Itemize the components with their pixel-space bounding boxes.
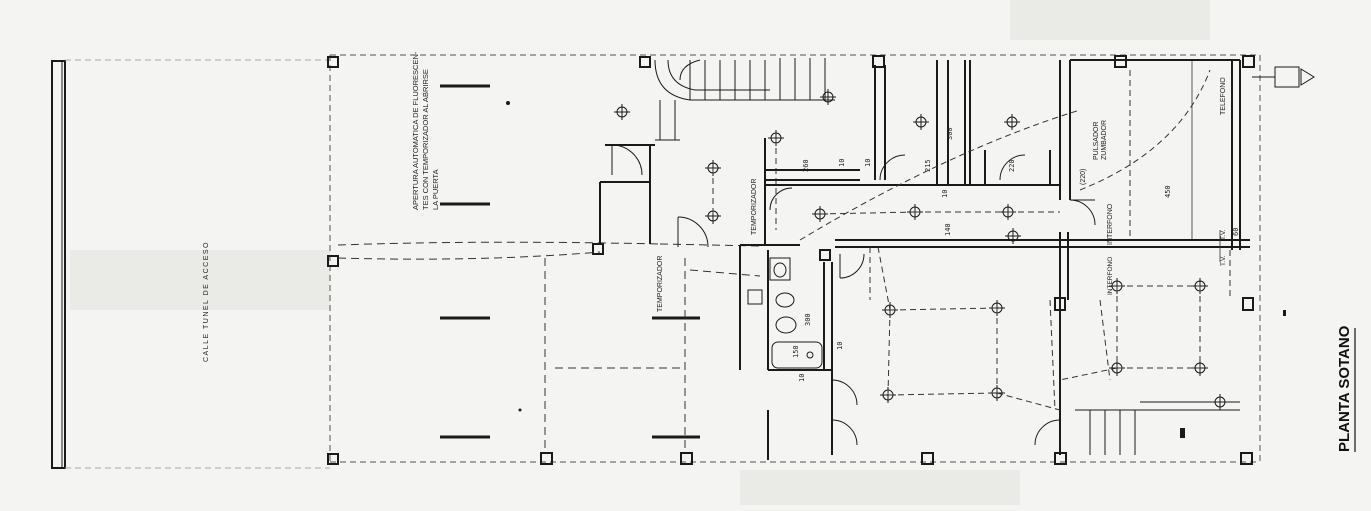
paper-smudges <box>70 0 1210 505</box>
note-line-1: APERTURA AUTOMATICA DE FLUORESCEN- <box>411 51 420 210</box>
dim-300-a: 300 <box>946 127 954 140</box>
label-tv-lower: T.V. <box>1220 255 1227 266</box>
dim-260: 260 <box>802 159 810 172</box>
dim-10-a: 10 <box>838 159 846 167</box>
label-telefono: TELEFONO <box>1220 77 1227 115</box>
light-points <box>614 89 1228 410</box>
dim-10-c: 10 <box>941 190 949 198</box>
upper-room-walls <box>599 59 1241 250</box>
dim-300-b: 300 <box>804 313 812 326</box>
label-interfono-lower: INTERFONO <box>1107 257 1114 295</box>
drawing-title: PLANTA SOTANO <box>1336 325 1353 452</box>
dim-215: 215 <box>924 159 932 172</box>
dim-60: 60 <box>1232 228 1240 236</box>
fluorescent-lights <box>440 84 700 439</box>
title-group: PLANTA SOTANO <box>1336 325 1356 452</box>
label-interfono-upper: INTERFONO <box>1107 203 1114 245</box>
dim-140: 140 <box>944 223 952 236</box>
lower-wiring <box>712 69 1231 411</box>
dim-10-e: 10 <box>798 374 806 382</box>
staircase-upper <box>654 58 835 141</box>
street-label: CALLE TUNEL DE ACCESO <box>203 241 210 362</box>
note-line-3: LA PUERTA <box>431 169 440 210</box>
columns <box>327 55 1255 465</box>
dim-220: 220 <box>1008 159 1016 172</box>
ink-specks <box>506 101 1286 438</box>
tunnel-wall <box>51 60 66 469</box>
label-zumbador: ZUMBADOR <box>1101 120 1108 160</box>
label-pulsador-code: (220) <box>1080 169 1087 185</box>
external-terminal-icon <box>1252 66 1315 88</box>
label-temporizador-lower: TEMPORIZADOR <box>657 256 664 312</box>
garage-wiring <box>337 241 761 450</box>
dim-150: 150 <box>792 345 800 358</box>
door-swings <box>611 144 1096 446</box>
note-line-2: TES CON TEMPORIZADOR AL ABRIRSE <box>421 69 430 210</box>
label-pulsador: PULSADOR <box>1093 121 1100 160</box>
dim-450: 450 <box>1164 185 1172 198</box>
dimension-lines <box>1191 60 1221 262</box>
automatic-opening-note: APERTURA AUTOMATICA DE FLUORESCEN- TES C… <box>411 51 440 210</box>
staircase-lower <box>1075 401 1240 455</box>
corridor-walls <box>739 232 1250 460</box>
bathroom-fixtures <box>747 257 823 369</box>
dim-10-d: 10 <box>836 342 844 350</box>
label-temporizador-upper: TEMPORIZADOR <box>751 179 758 235</box>
label-tv-upper: T.V. <box>1220 229 1227 240</box>
outer-dashed-lines <box>65 54 1261 469</box>
dim-10-b: 10 <box>864 159 872 167</box>
